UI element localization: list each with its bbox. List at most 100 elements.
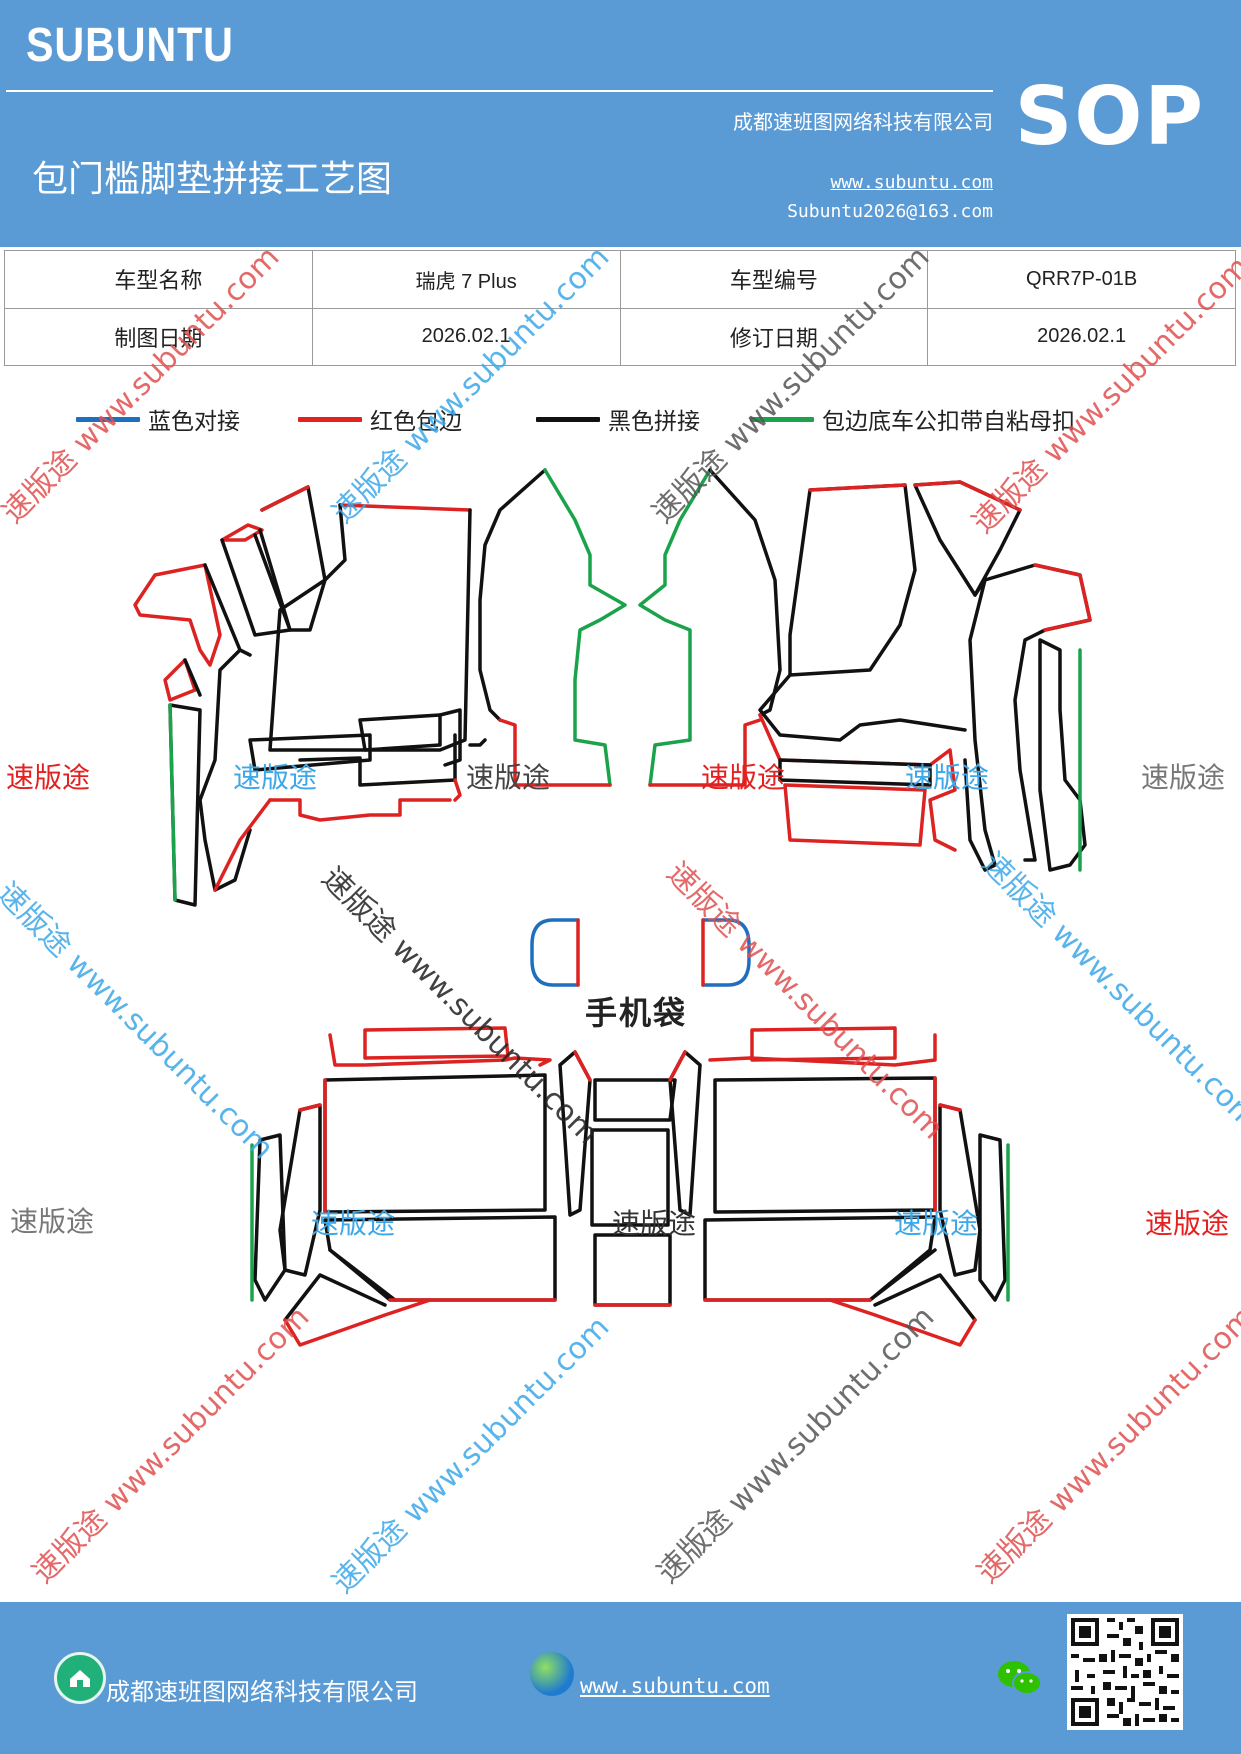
piece-outline [978,1133,1007,1302]
brand-logo: SUBUNTU [26,19,234,72]
watermark-text: 速版途 [701,761,786,794]
piece-outline [438,708,462,767]
piece-outline [328,1248,397,1302]
revise-date-label: 修订日期 [619,307,929,366]
table-row: 车型名称 瑞虎 7 Plus 车型编号 QRR7P-01B [4,250,1236,309]
piece-outline [203,563,252,657]
piece-outline [213,798,272,892]
header-email[interactable]: Subuntu2026@163.com [787,201,993,222]
legend-item-red: 红色包边 [298,402,462,436]
phone-pocket-label: 手机袋 [585,994,688,1032]
qr-code [1067,1614,1183,1730]
piece-outline [593,1078,677,1122]
piece-outline [220,528,292,637]
watermark-text: 速版途 [466,761,551,794]
piece-outline [783,783,927,847]
model-name-value: 瑞虎 7 Plus [311,250,621,309]
legend-label: 包边底车公扣带自粘母扣 [822,409,1075,435]
piece-outline [558,1050,592,1217]
wechat-icon [996,1658,1044,1702]
piece-outline [668,1050,702,1217]
legend-swatch-green [750,416,814,422]
piece-outline [573,1050,592,1082]
revise-date-value: 2026.02.1 [927,307,1236,366]
draw-date-value: 2026.02.1 [311,307,621,366]
piece-outline [278,1103,322,1277]
piece-outline [298,1103,322,1112]
sop-badge: SOP [1014,70,1205,163]
pocket-right-outline [701,918,751,987]
piece-outline [543,468,627,787]
piece-outline [758,673,967,742]
draw-date-label: 制图日期 [4,307,313,366]
piece-outline [363,1026,510,1060]
piece-outline [868,1248,937,1302]
piece-outline [283,1298,432,1347]
piece-outline [590,1128,670,1227]
piece-outline [963,578,997,872]
legend-item-black: 黑色拼接 [536,402,700,436]
piece-outline [260,485,310,512]
legend-swatch-blue [76,416,140,422]
piece-outline [220,523,264,542]
info-table: 车型名称 瑞虎 7 Plus 车型编号 QRR7P-01B 制图日期 2026.… [4,250,1236,366]
watermark-text: 速版途 [905,761,990,794]
piece-outline [708,1033,937,1067]
piece-outline [808,483,907,492]
watermark-text: 速版途 [233,761,318,794]
piece-outline [938,1103,962,1112]
piece-outline [913,480,1022,512]
piece-outline [778,758,932,787]
watermark-text: 速版途 [894,1207,979,1240]
piece-outline [453,778,462,802]
piece-outline [358,713,442,752]
legend-swatch-red [298,416,362,422]
home-icon [54,1652,106,1704]
piece-outline [133,563,222,667]
piece-outline [478,468,547,722]
piece-outline [253,1133,287,1302]
piece-outline [938,1103,982,1277]
pocket-left-outline [530,918,580,987]
piece-outline [1033,563,1092,632]
legend: 蓝色对接 红色包边 黑色拼接 包边底车公扣带自粘母扣 [0,402,1241,438]
piece-outline [338,503,472,512]
legend-label: 黑色拼接 [608,409,700,435]
header-band: SUBUNTU 成都速班图网络科技有限公司 包门槛脚垫拼接工艺图 www.sub… [0,0,1241,247]
piece-outline [283,1273,387,1322]
legend-item-blue: 蓝色对接 [76,402,240,436]
piece-outline [973,563,1092,862]
piece-outline [648,718,762,787]
page-title: 包门槛脚垫拼接工艺图 [32,159,393,200]
piece-outline [168,703,177,902]
piece-outline [268,798,452,822]
piece-outline [708,468,782,717]
legend-label: 蓝色对接 [148,409,240,435]
legend-swatch-black [536,416,600,422]
footer-company: 成都速班图网络科技有限公司 [106,1678,418,1706]
piece-outline [328,1033,552,1067]
watermark-text: 速版途 [1145,1207,1230,1240]
piece-outline [468,738,487,747]
piece-outline [183,658,202,697]
model-code-value: QRR7P-01B [927,250,1236,309]
piece-outline [248,733,372,772]
piece-outline [498,718,612,787]
piece-outline [668,1050,687,1082]
footer-band: 成都速班图网络科技有限公司 www.subuntu.com [0,1602,1241,1754]
footer-website-link[interactable]: www.subuntu.com [580,1674,770,1698]
watermark-text: 速版途 [311,1207,396,1240]
header-website-link[interactable]: www.subuntu.com [830,172,993,193]
piece-outline [593,1233,672,1307]
piece-outline [298,733,457,787]
model-name-label: 车型名称 [4,250,313,309]
piece-outline [323,1073,547,1214]
watermark-text: 速版途 [612,1207,697,1240]
header-company: 成都速班图网络科技有限公司 [733,110,993,134]
watermark-text: 速版途 [10,1205,95,1238]
watermark-text: 速版途 [6,761,91,794]
piece-outline [828,1298,977,1347]
globe-icon [530,1652,574,1696]
legend-label: 红色包边 [370,409,462,435]
piece-outline [163,658,197,702]
